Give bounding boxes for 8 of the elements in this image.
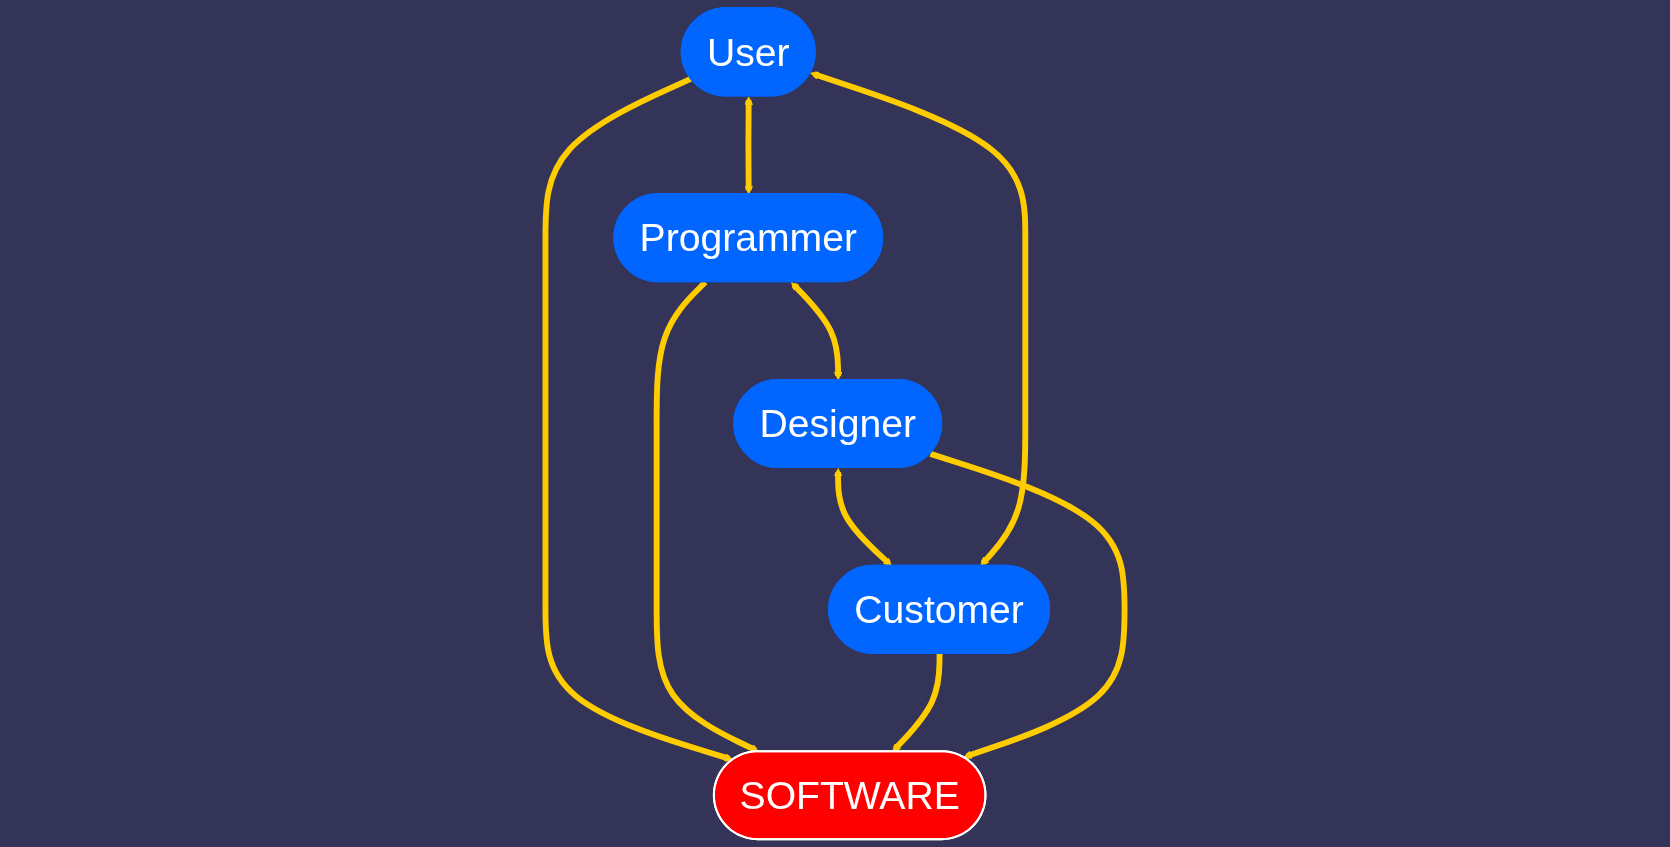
arrow (810, 71, 1029, 566)
arrow (542, 76, 734, 762)
arrow (791, 282, 843, 381)
arrow (744, 96, 753, 195)
arrow (833, 468, 892, 567)
arrow (892, 653, 943, 753)
arrow (653, 280, 760, 753)
arrow (929, 451, 1128, 759)
